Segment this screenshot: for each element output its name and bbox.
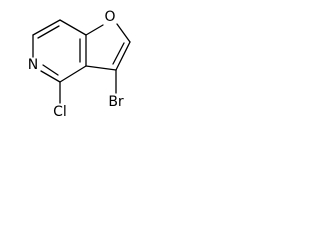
bond-c2-c3	[115, 41, 131, 71]
bond-c7-c6-inner	[37, 25, 60, 39]
bond-c7a-o1	[85, 24, 104, 36]
furan-ring	[85, 23, 131, 71]
atom-label-oxygen: O	[104, 9, 115, 25]
bond-c7-c6	[32, 19, 61, 36]
structure-diagram: O N Br Cl	[28, 9, 131, 120]
atom-label-chlorine: Cl	[53, 104, 67, 120]
atom-label-bromine: Br	[108, 94, 124, 110]
bond-c3-c3a	[85, 65, 117, 71]
bond-c2-c3-inner	[112, 42, 125, 65]
bond-c7a-c7	[59, 19, 87, 36]
bond-n5-c4	[40, 70, 61, 83]
pyridine-ring	[32, 19, 87, 83]
bond-n5-c4-inner	[42, 64, 59, 76]
bond-c4-c3a	[59, 65, 87, 83]
atom-label-nitrogen: N	[28, 57, 38, 73]
bond-o1-c2	[116, 23, 131, 43]
